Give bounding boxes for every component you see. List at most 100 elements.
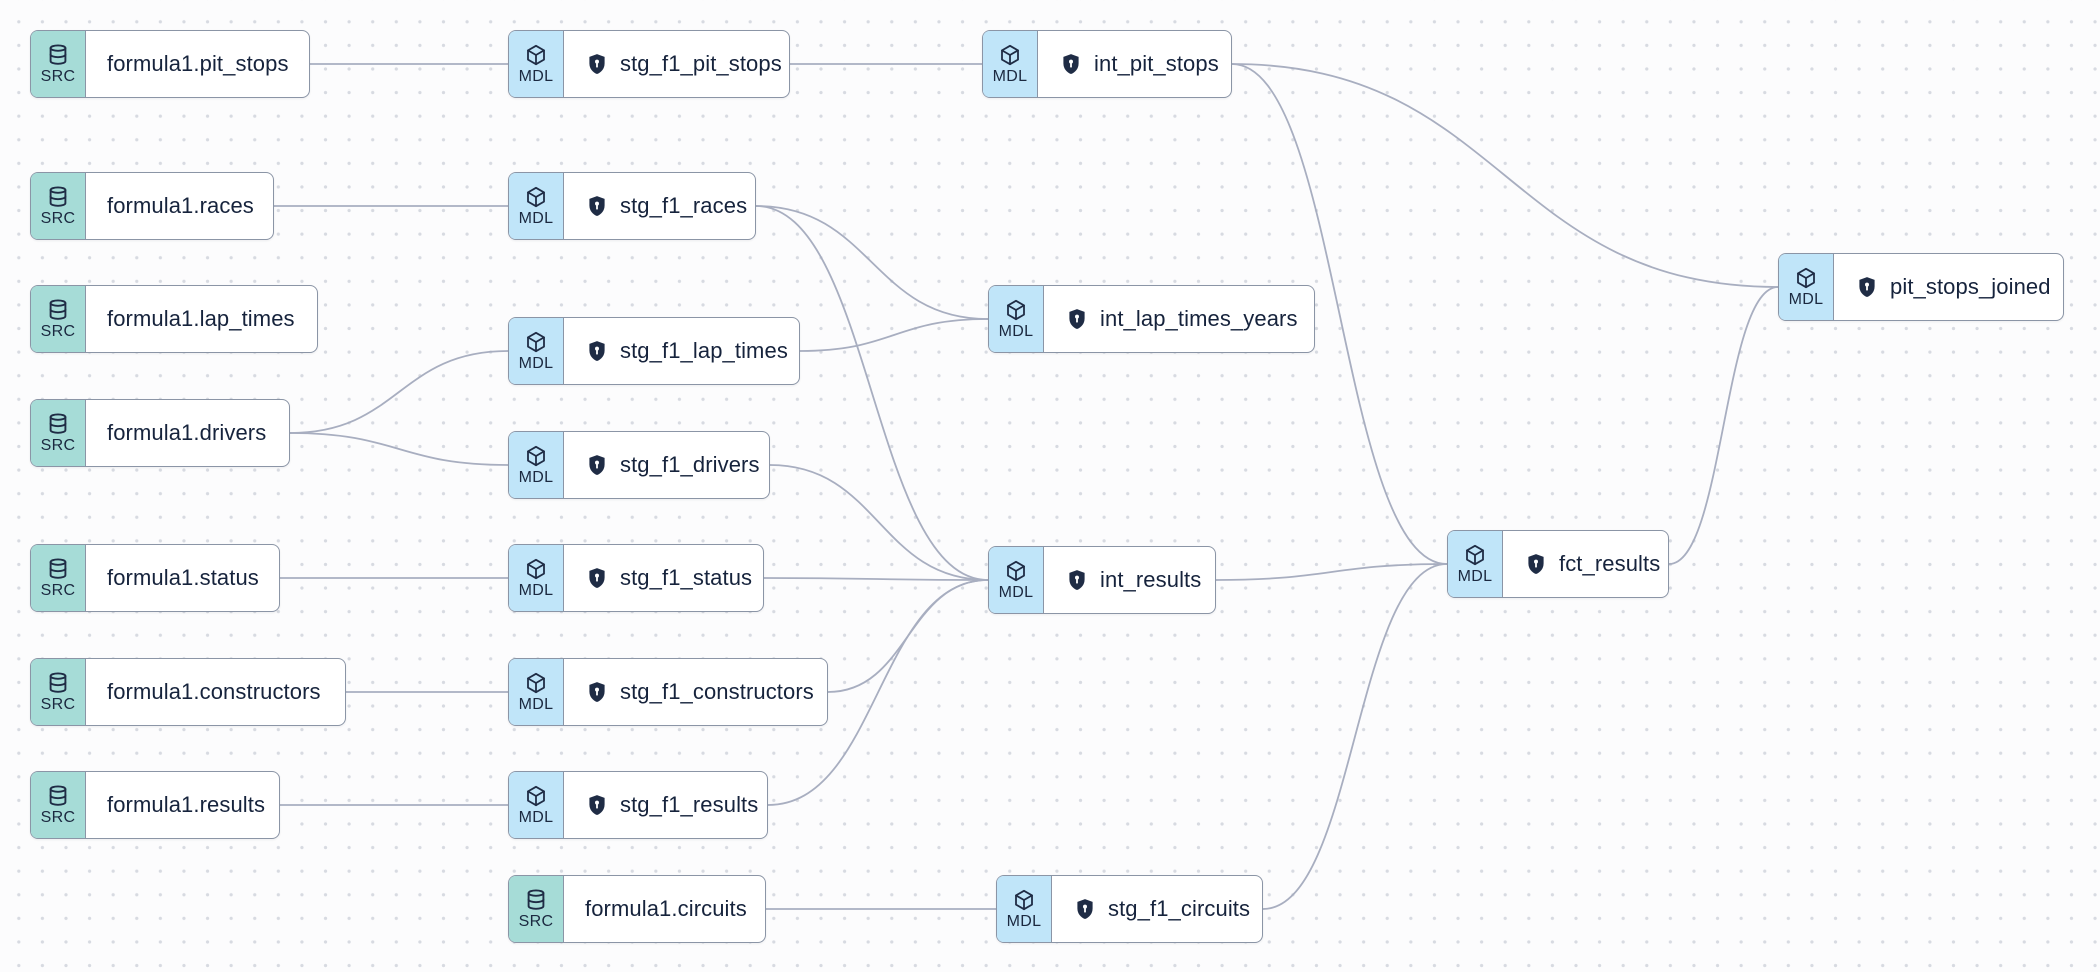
source-type-cell: SRC bbox=[31, 400, 86, 466]
node-label: int_results bbox=[1100, 567, 1202, 592]
node-type-badge: SRC bbox=[40, 809, 76, 827]
node-type-badge: SRC bbox=[40, 68, 76, 86]
model-type-cell: MDL bbox=[509, 432, 564, 498]
node-body: stg_f1_pit_stops bbox=[564, 31, 789, 97]
edge-stg_f1_status-to-int_results bbox=[763, 577, 989, 581]
database-icon bbox=[46, 298, 70, 322]
node-body: stg_f1_constructors bbox=[564, 659, 827, 725]
edge-int_results-to-fct_results bbox=[1215, 563, 1448, 581]
node-type-badge: MDL bbox=[518, 355, 554, 373]
node-body: stg_f1_races bbox=[564, 173, 755, 239]
model-cube-icon bbox=[524, 784, 548, 808]
model-cube-icon bbox=[1463, 543, 1487, 567]
node-body: formula1.circuits bbox=[564, 876, 763, 942]
shield-lock-icon bbox=[1065, 568, 1089, 592]
lineage-node-formula1-races[interactable]: SRC formula1.races bbox=[30, 172, 274, 240]
node-type-badge: MDL bbox=[518, 696, 554, 714]
shield-lock-icon bbox=[585, 52, 609, 76]
node-type-badge: SRC bbox=[40, 210, 76, 228]
lineage-node-stg_f1_status[interactable]: MDL stg_f1_status bbox=[508, 544, 764, 612]
model-cube-icon bbox=[1004, 559, 1028, 583]
edge-stg_f1_constructors-to-int_results bbox=[827, 579, 989, 693]
shield-lock-icon bbox=[585, 339, 609, 363]
node-body: formula1.constructors bbox=[86, 659, 337, 725]
edge-stg_f1_lap_times-to-int_lap_times_years bbox=[799, 318, 989, 352]
database-icon bbox=[46, 784, 70, 808]
node-type-badge: MDL bbox=[998, 584, 1034, 602]
lineage-node-stg_f1_races[interactable]: MDL stg_f1_races bbox=[508, 172, 756, 240]
edge-stg_f1_races-to-int_results bbox=[755, 205, 989, 581]
lineage-node-formula1-results[interactable]: SRC formula1.results bbox=[30, 771, 280, 839]
node-body: stg_f1_status bbox=[564, 545, 763, 611]
model-cube-icon bbox=[524, 444, 548, 468]
shield-lock-icon bbox=[1065, 307, 1089, 331]
model-type-cell: MDL bbox=[509, 173, 564, 239]
model-type-cell: MDL bbox=[1779, 254, 1834, 320]
shield-lock-icon bbox=[1855, 275, 1879, 299]
source-type-cell: SRC bbox=[509, 876, 564, 942]
node-type-badge: MDL bbox=[1006, 913, 1042, 931]
model-cube-icon bbox=[998, 43, 1022, 67]
model-type-cell: MDL bbox=[509, 318, 564, 384]
model-type-cell: MDL bbox=[983, 31, 1038, 97]
database-icon bbox=[46, 185, 70, 209]
source-type-cell: SRC bbox=[31, 772, 86, 838]
model-cube-icon bbox=[524, 185, 548, 209]
model-cube-icon bbox=[524, 557, 548, 581]
node-body: int_results bbox=[1044, 547, 1215, 613]
node-body: stg_f1_circuits bbox=[1052, 876, 1262, 942]
node-type-badge: MDL bbox=[518, 469, 554, 487]
lineage-node-stg_f1_circuits[interactable]: MDL stg_f1_circuits bbox=[996, 875, 1263, 943]
edge-src_drivers-to-stg_f1_drivers bbox=[289, 432, 509, 466]
node-body: formula1.races bbox=[86, 173, 270, 239]
shield-lock-icon bbox=[1059, 52, 1083, 76]
lineage-node-int_lap_times_years[interactable]: MDL int_lap_times_years bbox=[988, 285, 1315, 353]
shield-lock-icon bbox=[1524, 552, 1548, 576]
model-type-cell: MDL bbox=[989, 286, 1044, 352]
shield-lock-icon bbox=[585, 680, 609, 704]
source-type-cell: SRC bbox=[31, 31, 86, 97]
lineage-node-stg_f1_constructors[interactable]: MDL stg_f1_constructors bbox=[508, 658, 828, 726]
node-body: formula1.status bbox=[86, 545, 275, 611]
lineage-node-int_results[interactable]: MDL int_results bbox=[988, 546, 1216, 614]
node-type-badge: MDL bbox=[518, 210, 554, 228]
node-label: formula1.constructors bbox=[107, 679, 321, 704]
database-icon bbox=[46, 412, 70, 436]
node-body: formula1.results bbox=[86, 772, 279, 838]
node-type-badge: MDL bbox=[518, 582, 554, 600]
shield-lock-icon bbox=[585, 194, 609, 218]
shield-lock-icon bbox=[1073, 897, 1097, 921]
model-type-cell: MDL bbox=[1448, 531, 1503, 597]
model-cube-icon bbox=[524, 671, 548, 695]
node-type-badge: SRC bbox=[40, 437, 76, 455]
node-label: stg_f1_status bbox=[620, 565, 753, 590]
node-label: formula1.results bbox=[107, 792, 266, 817]
lineage-node-pit_stops_joined[interactable]: MDL pit_stops_joined bbox=[1778, 253, 2064, 321]
model-cube-icon bbox=[1794, 266, 1818, 290]
node-type-badge: MDL bbox=[1788, 291, 1824, 309]
node-body: pit_stops_joined bbox=[1834, 254, 2063, 320]
node-type-badge: MDL bbox=[998, 323, 1034, 341]
source-type-cell: SRC bbox=[31, 545, 86, 611]
node-label: int_lap_times_years bbox=[1100, 306, 1298, 331]
edge-int_pit_stops-to-pit_stops_joined bbox=[1231, 63, 1779, 288]
model-type-cell: MDL bbox=[989, 547, 1044, 613]
node-label: pit_stops_joined bbox=[1890, 274, 2051, 299]
node-type-badge: MDL bbox=[518, 809, 554, 827]
edge-fct_results-to-pit_stops_joined bbox=[1668, 286, 1779, 565]
edge-stg_f1_drivers-to-int_results bbox=[769, 464, 989, 581]
